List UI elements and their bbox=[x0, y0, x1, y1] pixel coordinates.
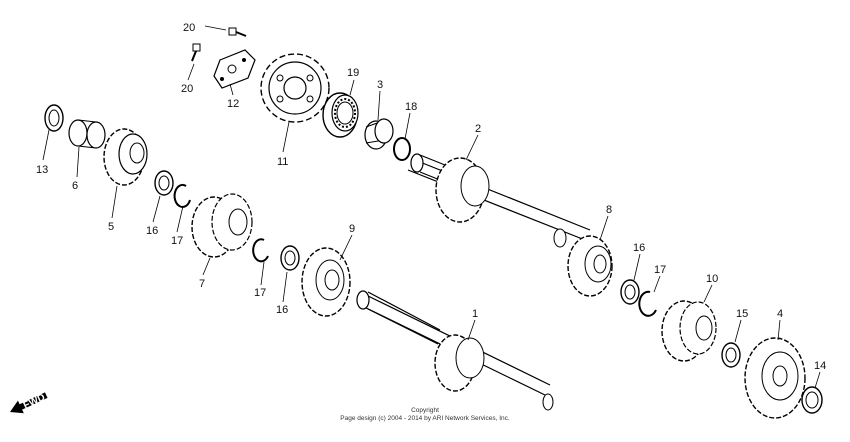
retainer-plate bbox=[213, 49, 256, 89]
callout-3: 3 bbox=[377, 79, 383, 91]
callout-2: 2 bbox=[475, 123, 481, 135]
washer-16-b bbox=[280, 245, 300, 271]
circlip-17-c bbox=[638, 290, 657, 317]
circlip-17-a bbox=[173, 183, 191, 208]
callout-17-c: 17 bbox=[654, 264, 666, 276]
callout-17-a: 17 bbox=[171, 235, 183, 247]
washer-15 bbox=[721, 342, 741, 368]
callout-7: 7 bbox=[199, 278, 205, 290]
washer-16-a bbox=[154, 170, 174, 196]
callout-8: 8 bbox=[606, 204, 612, 216]
callout-16-a: 16 bbox=[146, 225, 158, 237]
callout-17-b: 17 bbox=[254, 287, 266, 299]
bolt-20-upper bbox=[228, 27, 247, 37]
callout-20-a: 20 bbox=[183, 22, 195, 34]
washer-13 bbox=[44, 104, 64, 132]
callout-20-b: 20 bbox=[181, 83, 193, 95]
bushing-6 bbox=[68, 119, 106, 149]
callout-1: 1 bbox=[472, 308, 478, 320]
gear-4 bbox=[744, 337, 806, 419]
fwd-arrow-icon: FWD bbox=[10, 392, 48, 414]
callout-16-c: 16 bbox=[633, 242, 645, 254]
ball-bearing bbox=[322, 92, 359, 138]
callout-14: 14 bbox=[814, 360, 826, 372]
circlip-17-b bbox=[252, 238, 269, 263]
gear-8 bbox=[567, 235, 613, 297]
callout-19: 19 bbox=[347, 67, 359, 79]
callout-5: 5 bbox=[108, 221, 114, 233]
callout-18: 18 bbox=[405, 101, 417, 113]
callout-12: 12 bbox=[227, 98, 239, 110]
copyright-line-1: Copyright bbox=[411, 407, 439, 414]
washer-14 bbox=[801, 386, 823, 414]
callout-6: 6 bbox=[72, 180, 78, 192]
callout-15: 15 bbox=[736, 308, 748, 320]
callout-13: 13 bbox=[36, 164, 48, 176]
callout-9: 9 bbox=[349, 223, 355, 235]
copyright-line-2: Page design (c) 2004 - 2014 by ARI Netwo… bbox=[340, 415, 510, 422]
callout-10: 10 bbox=[706, 273, 718, 285]
callout-4: 4 bbox=[777, 308, 783, 320]
mainshaft bbox=[356, 290, 554, 411]
countershaft bbox=[410, 153, 567, 248]
ring-18 bbox=[393, 137, 411, 161]
drive-sprocket bbox=[260, 53, 330, 123]
copyright-notice: Copyright Page design (c) 2004 - 2014 by… bbox=[300, 407, 550, 423]
gear-9 bbox=[301, 247, 351, 317]
callout-16-b: 16 bbox=[276, 304, 288, 316]
washer-16-c bbox=[620, 279, 640, 305]
fwd-label: FWD bbox=[22, 392, 47, 412]
bolt-20-lower bbox=[191, 43, 201, 62]
collar bbox=[364, 118, 394, 150]
gear-5 bbox=[103, 128, 148, 186]
callout-11: 11 bbox=[277, 156, 288, 168]
gear-10 bbox=[661, 300, 717, 362]
gear-7 bbox=[191, 193, 253, 258]
